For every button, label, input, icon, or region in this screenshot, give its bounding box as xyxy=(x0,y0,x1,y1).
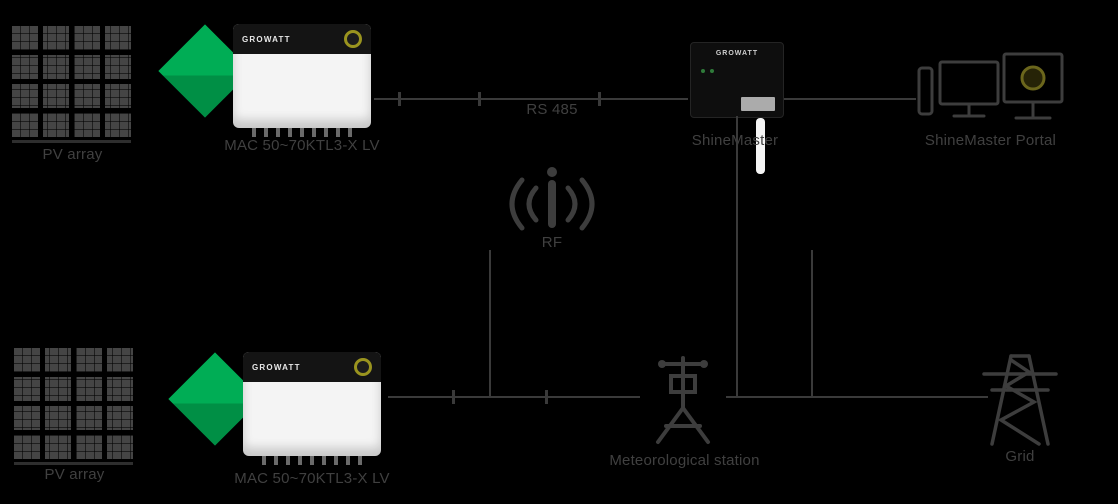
vertical-connector-line xyxy=(736,116,738,398)
rf-label: RF xyxy=(541,234,563,251)
portal-label: ShineMaster Portal xyxy=(924,132,1057,149)
device-sticker xyxy=(741,97,775,111)
inverter-top-label: MAC 50~70KTL3-X LV xyxy=(224,137,380,154)
inverter-bottom-label: MAC 50~70KTL3-X LV xyxy=(234,470,390,487)
growatt-logo-text: GROWATT xyxy=(715,50,759,57)
inverter-front-panel: GROWATT xyxy=(243,352,381,382)
bus-tap-tick xyxy=(545,390,548,404)
grid-tower-icon xyxy=(982,354,1058,446)
rs485-line-bottom xyxy=(726,396,988,398)
vertical-connector-line xyxy=(489,250,491,398)
inverter-bottom-device: GROWATT xyxy=(243,352,381,465)
inverter-dial-icon xyxy=(354,358,372,376)
rf-wireless-icon xyxy=(509,167,595,231)
bus-tap-tick xyxy=(398,92,401,106)
inverter-top-device: GROWATT xyxy=(233,24,371,137)
inverter-dial-icon xyxy=(344,30,362,48)
rs485-line-top xyxy=(374,98,688,100)
bus-tap-tick xyxy=(452,390,455,404)
pv-array-icon xyxy=(14,348,133,459)
rs485-line-bottom xyxy=(388,396,640,398)
pv-array-top xyxy=(12,26,131,143)
pv-array-top-label: PV array xyxy=(42,146,103,163)
shinemaster-label: ShineMaster xyxy=(691,132,779,149)
inverter-connectors xyxy=(262,456,362,465)
growatt-logo-text: GROWATT xyxy=(242,34,291,44)
shinemaster-antenna xyxy=(756,118,765,174)
bus-tap-tick xyxy=(598,92,601,106)
meteo-label: Meteorological station xyxy=(609,452,760,469)
inverter-front-panel: GROWATT xyxy=(233,24,371,54)
grid-label: Grid xyxy=(1005,448,1035,465)
pv-array-bottom xyxy=(14,348,133,465)
pv-array-base xyxy=(14,462,133,465)
portal-monitors-icon xyxy=(917,52,1064,120)
vertical-connector-line xyxy=(811,250,813,398)
rs485-label: RS 485 xyxy=(526,101,578,118)
pv-array-base xyxy=(12,140,131,143)
pv-array-icon xyxy=(12,26,131,137)
status-leds xyxy=(701,69,714,73)
bus-tap-tick xyxy=(478,92,481,106)
growatt-logo-text: GROWATT xyxy=(252,362,301,372)
pv-array-bottom-label: PV array xyxy=(44,466,105,483)
portal-line xyxy=(784,98,916,100)
meteorological-station-icon xyxy=(656,356,710,444)
shinemaster-device: GROWATT xyxy=(690,42,784,118)
inverter-connectors xyxy=(252,128,352,137)
